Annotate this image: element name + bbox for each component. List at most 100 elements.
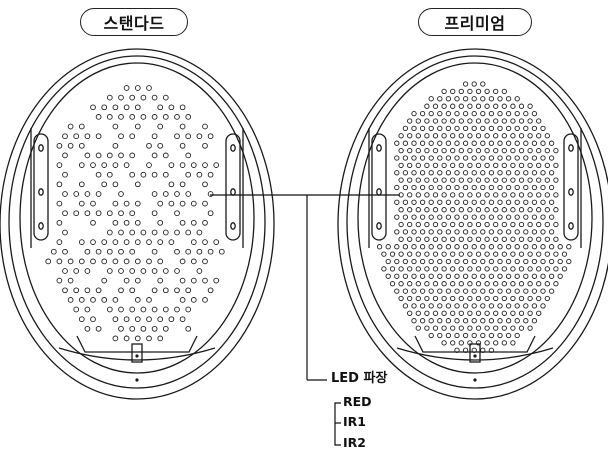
led-dot bbox=[566, 244, 572, 250]
led-dot bbox=[458, 192, 464, 198]
led-dot bbox=[398, 177, 404, 183]
led-dot bbox=[475, 281, 482, 287]
led-dot bbox=[106, 248, 113, 255]
led-dot bbox=[454, 125, 460, 132]
led-dot bbox=[73, 133, 80, 140]
led-dot bbox=[527, 162, 533, 169]
led-dot bbox=[106, 152, 113, 159]
led-dot bbox=[394, 258, 400, 265]
led-dot bbox=[523, 184, 529, 191]
led-dot bbox=[419, 273, 426, 279]
led-dot bbox=[505, 244, 512, 250]
led-dot bbox=[419, 155, 426, 161]
led-dot bbox=[424, 162, 430, 169]
led-dot bbox=[462, 170, 469, 176]
led-dot bbox=[514, 96, 520, 102]
led-dot bbox=[510, 310, 516, 316]
led-dot bbox=[179, 200, 186, 207]
led-dot bbox=[501, 295, 507, 302]
led-dot bbox=[162, 114, 169, 120]
led-dot bbox=[480, 184, 486, 191]
led-dot bbox=[419, 214, 426, 220]
led-dot bbox=[441, 147, 447, 154]
led-dot bbox=[514, 184, 520, 191]
led-dot bbox=[467, 266, 473, 272]
led-dot bbox=[157, 316, 164, 323]
led-dot bbox=[484, 221, 490, 228]
led-dot bbox=[523, 125, 529, 132]
led-dot bbox=[445, 332, 452, 339]
led-dot bbox=[518, 103, 525, 109]
led-dot bbox=[56, 200, 63, 207]
strap-rivet bbox=[230, 222, 236, 230]
led-dot bbox=[462, 318, 469, 324]
led-dot bbox=[437, 110, 443, 117]
led-dot bbox=[151, 171, 158, 178]
led-dot bbox=[179, 316, 186, 323]
led-dot bbox=[514, 273, 520, 279]
led-dot bbox=[112, 123, 119, 130]
led-dot bbox=[480, 170, 486, 176]
led-dot bbox=[467, 177, 473, 183]
led-dot bbox=[484, 207, 490, 213]
led-dot bbox=[437, 318, 443, 324]
led-dot bbox=[527, 236, 533, 242]
led-dot bbox=[151, 152, 158, 159]
led-dot bbox=[67, 123, 74, 130]
led-dot bbox=[112, 335, 119, 342]
led-dot bbox=[553, 147, 559, 154]
led-dot bbox=[458, 281, 464, 287]
helmet-inner-panel bbox=[357, 62, 593, 374]
led-dot bbox=[484, 103, 490, 109]
led-dot bbox=[151, 325, 158, 332]
led-dot bbox=[458, 251, 464, 257]
led-dot bbox=[213, 277, 220, 284]
led-dot bbox=[134, 85, 141, 91]
led-dot bbox=[484, 88, 490, 95]
led-dot bbox=[207, 133, 214, 140]
led-dot bbox=[437, 258, 443, 265]
led-dot bbox=[510, 281, 516, 287]
led-dot bbox=[90, 219, 96, 226]
led-dot bbox=[471, 125, 477, 132]
led-dot bbox=[484, 281, 490, 287]
led-dot bbox=[523, 229, 529, 235]
led-dot bbox=[536, 162, 542, 169]
led-dot bbox=[488, 258, 495, 265]
mount-tab bbox=[131, 343, 143, 363]
led-dot bbox=[445, 318, 452, 324]
led-dot bbox=[458, 88, 464, 95]
led-dot bbox=[488, 110, 495, 117]
led-dot bbox=[78, 316, 85, 323]
led-dot bbox=[484, 133, 490, 139]
led-dot bbox=[544, 162, 550, 169]
led-dot bbox=[497, 170, 503, 176]
led-dot bbox=[467, 147, 473, 154]
led-dot bbox=[531, 110, 538, 117]
led-dot bbox=[432, 236, 439, 242]
led-dot bbox=[514, 170, 520, 176]
led-dot bbox=[475, 192, 482, 198]
led-dot bbox=[441, 266, 447, 272]
led-dot bbox=[62, 152, 68, 159]
led-dot bbox=[415, 281, 421, 287]
led-dot bbox=[441, 221, 447, 228]
led-dot bbox=[553, 251, 559, 257]
led-dot bbox=[514, 214, 520, 220]
led-dot bbox=[424, 177, 430, 183]
led-dot bbox=[67, 297, 74, 303]
led-dot bbox=[174, 114, 180, 120]
led-dot bbox=[432, 103, 439, 109]
led-dot bbox=[510, 177, 516, 183]
led-dot bbox=[151, 248, 158, 255]
led-dot bbox=[445, 184, 452, 191]
led-dot bbox=[445, 140, 452, 146]
led-dot bbox=[527, 295, 533, 302]
led-dot bbox=[540, 229, 546, 235]
led-dot bbox=[531, 244, 538, 250]
led-dot bbox=[480, 347, 486, 353]
standard-helmet-drawing bbox=[0, 48, 275, 400]
led-dot bbox=[445, 96, 452, 102]
led-dot bbox=[84, 133, 91, 140]
led-dot bbox=[497, 125, 503, 132]
